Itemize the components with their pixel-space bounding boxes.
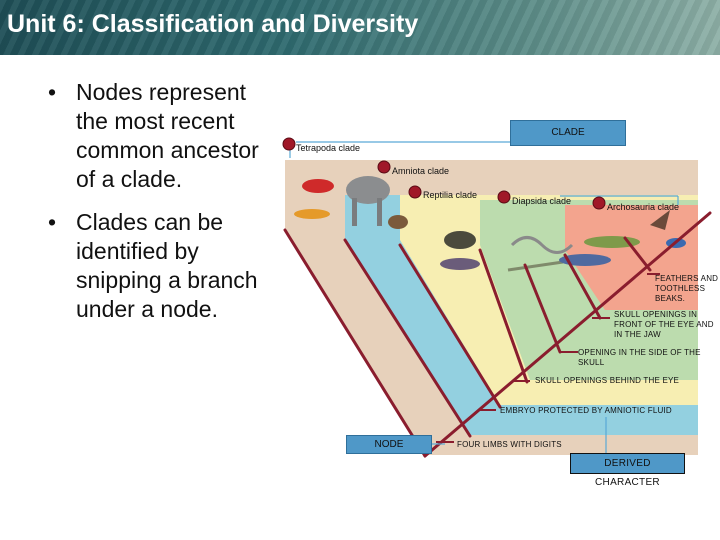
header-texture (0, 0, 720, 55)
node-markers (282, 137, 606, 210)
reptilia-clade-label: Reptilia clade (423, 190, 478, 200)
bullet-text: Clades can be identified by snipping a b… (76, 209, 258, 322)
archosauria-clade-label: Archosauria clade (607, 202, 680, 212)
bullet-item: • Clades can be identified by snipping a… (48, 208, 278, 328)
clade-box: CLADE (510, 120, 626, 146)
diapsida-clade-label: Diapsida clade (512, 196, 572, 206)
cladogram-branches (283, 211, 712, 458)
slide-header: Unit 6: Classification and Diversity (0, 0, 720, 55)
character-behind-eye: SKULL OPENINGS BEHIND THE EYE (535, 376, 680, 385)
bullet-text: Nodes represent the most recent common a… (76, 79, 259, 192)
animal-illustrations (294, 176, 686, 272)
slide-title: Unit 6: Classification and Diversity (7, 10, 419, 38)
tetrapoda-clade-label: Tetrapoda clade (296, 143, 361, 153)
bullet-symbol: • (48, 79, 57, 105)
archosauria-region (565, 205, 698, 310)
bullet-symbol: • (48, 209, 57, 235)
bullet-item: • Nodes represent the most recent common… (48, 78, 278, 198)
amniota-clade-label: Amniota clade (392, 166, 450, 176)
node-box: NODE (346, 435, 432, 454)
character-feathers: FEATHERS AND TOOTHLESS BEAKS. (655, 274, 719, 303)
derived-character-box: DERIVED CHARACTER (570, 453, 685, 488)
character-skull-front-eye: SKULL OPENINGS IN FRONT OF THE EYE AND I… (614, 310, 714, 339)
character-side-skull: OPENING IN THE SIDE OF THE SKULL (578, 348, 701, 367)
character-amniotic: EMBRYO PROTECTED BY AMNIOTIC FLUID (500, 406, 672, 415)
character-ticks (436, 273, 660, 443)
character-four-limbs: FOUR LIMBS WITH DIGITS (457, 440, 562, 449)
